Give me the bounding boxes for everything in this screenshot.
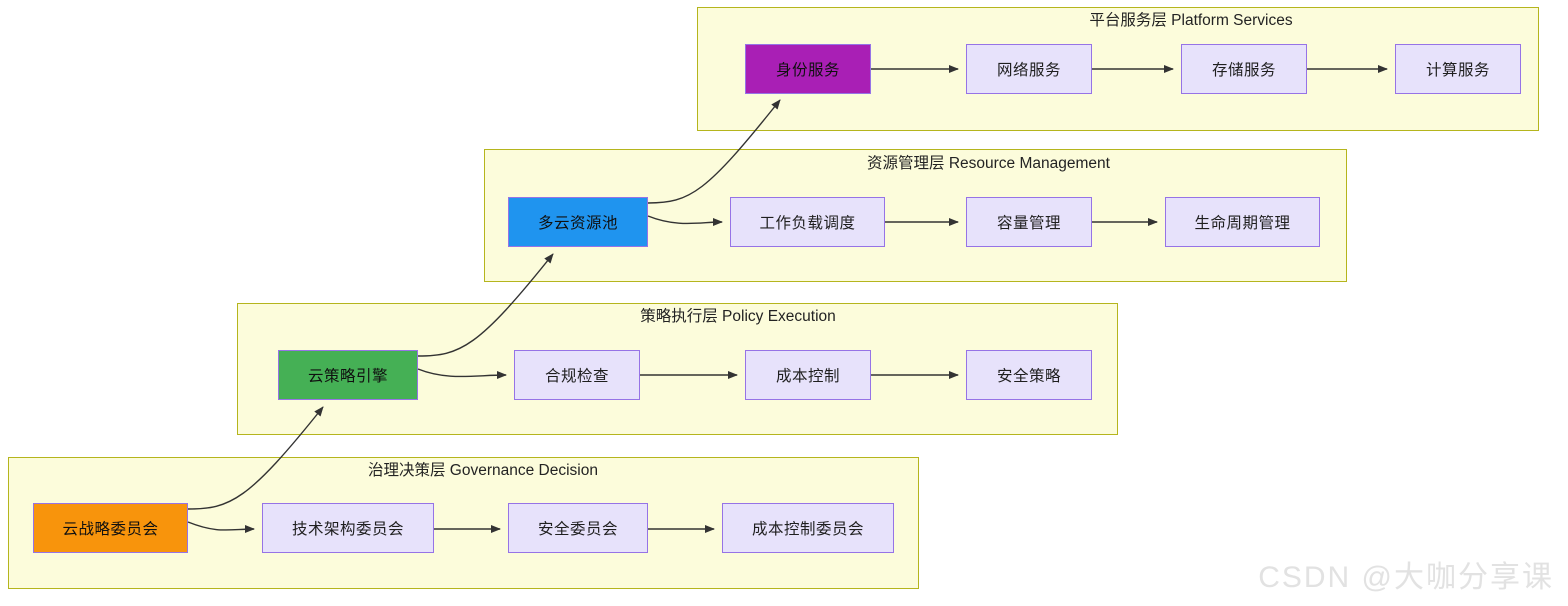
watermark: CSDN @大咖分享课 (1258, 561, 1554, 594)
node-compute-service[interactable]: 计算服务 (1395, 44, 1521, 94)
node-label: 成本控制委员会 (751, 521, 864, 538)
node-label: 工作负载调度 (759, 215, 856, 232)
node-label: 成本控制 (775, 368, 840, 385)
node-cost-control-committee[interactable]: 成本控制委员会 (722, 503, 894, 553)
node-security-committee[interactable]: 安全委员会 (508, 503, 648, 553)
node-compliance-check[interactable]: 合规检查 (514, 350, 640, 400)
node-label: 身份服务 (775, 62, 840, 79)
node-label: 容量管理 (996, 215, 1061, 232)
node-label: 云战略委员会 (62, 521, 159, 538)
node-workload-scheduling[interactable]: 工作负载调度 (730, 197, 885, 247)
node-security-policy[interactable]: 安全策略 (966, 350, 1092, 400)
node-cloud-policy-engine[interactable]: 云策略引擎 (278, 350, 418, 400)
node-cloud-strategy-committee[interactable]: 云战略委员会 (33, 503, 188, 553)
node-label: 技术架构委员会 (291, 521, 404, 538)
node-label: 云策略引擎 (307, 368, 388, 385)
node-capacity-management[interactable]: 容量管理 (966, 197, 1092, 247)
node-label: 存储服务 (1211, 62, 1276, 79)
node-multicloud-resource-pool[interactable]: 多云资源池 (508, 197, 648, 247)
node-identity-service[interactable]: 身份服务 (745, 44, 871, 94)
node-cost-control[interactable]: 成本控制 (745, 350, 871, 400)
node-label: 安全委员会 (537, 521, 618, 538)
node-label: 生命周期管理 (1194, 215, 1291, 232)
node-network-service[interactable]: 网络服务 (966, 44, 1092, 94)
node-label: 合规检查 (544, 368, 609, 385)
node-lifecycle-management[interactable]: 生命周期管理 (1165, 197, 1320, 247)
node-storage-service[interactable]: 存储服务 (1181, 44, 1307, 94)
node-label: 多云资源池 (537, 215, 618, 232)
node-label: 网络服务 (996, 62, 1061, 79)
node-label: 安全策略 (996, 368, 1061, 385)
node-label: 计算服务 (1425, 62, 1490, 79)
node-tech-architecture-committee[interactable]: 技术架构委员会 (262, 503, 434, 553)
